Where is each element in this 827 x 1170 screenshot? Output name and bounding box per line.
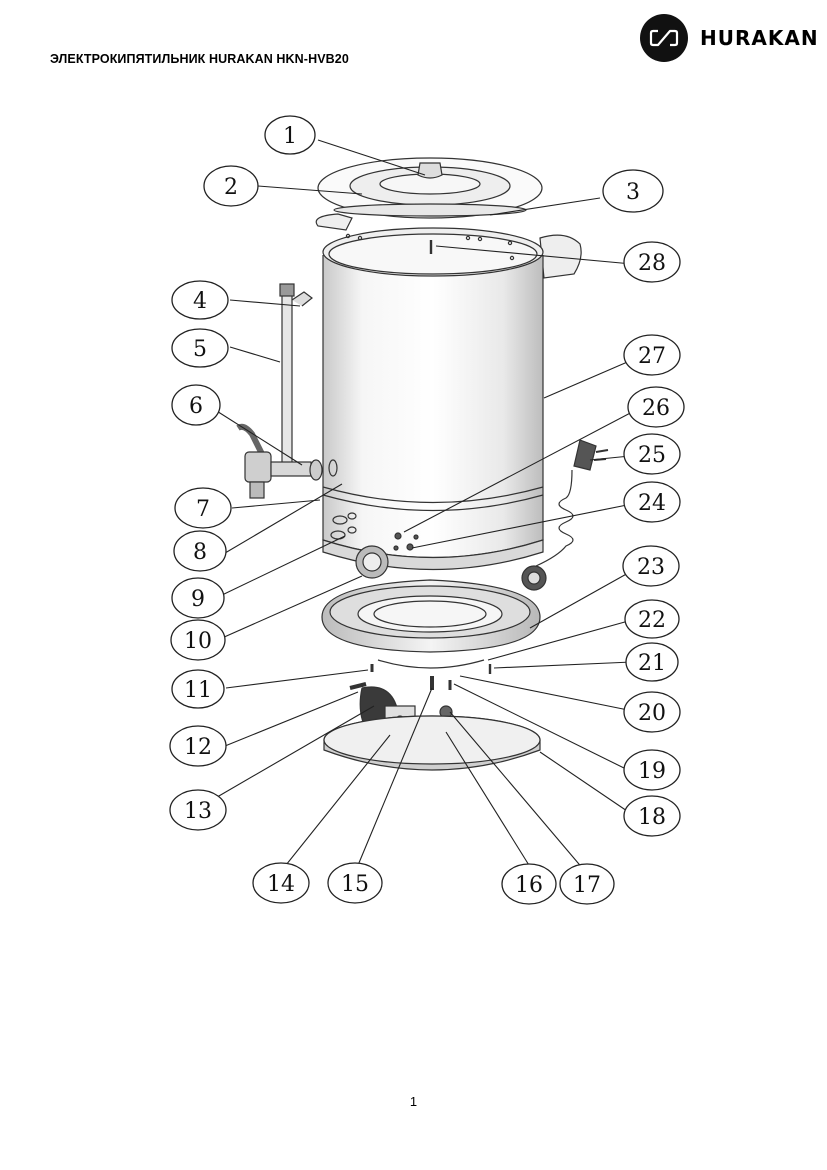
callout-labels: 1 2 3 4 5 6 7 8 9 10 11 12 13 14 15 16 1… [169, 115, 685, 905]
svg-text:3: 3 [626, 180, 640, 205]
callout-13: 13 [169, 789, 227, 831]
svg-text:10: 10 [184, 629, 212, 654]
callout-4: 4 [171, 280, 229, 320]
callout-23: 23 [622, 545, 680, 587]
callout-14: 14 [252, 862, 310, 904]
brand-name: HURAKAN [700, 26, 819, 50]
callout-28: 28 [623, 241, 681, 283]
callout-18: 18 [623, 795, 681, 837]
document-title: ЭЛЕКТРОКИПЯТИЛЬНИК HURAKAN HKN-HVB20 [50, 52, 349, 66]
svg-text:4: 4 [193, 289, 207, 314]
svg-text:24: 24 [638, 491, 666, 516]
callout-24: 24 [623, 481, 681, 523]
tap-assembly [236, 283, 338, 499]
brand-loop-icon [640, 14, 688, 62]
callout-12: 12 [169, 725, 227, 767]
svg-text:1: 1 [283, 124, 297, 149]
svg-text:11: 11 [184, 678, 212, 703]
thermostat-knob [355, 545, 389, 579]
boiler-drawing [236, 157, 609, 771]
callout-10: 10 [170, 619, 226, 661]
svg-text:13: 13 [184, 799, 212, 824]
callout-16: 16 [501, 863, 557, 905]
svg-text:20: 20 [638, 701, 666, 726]
svg-text:28: 28 [638, 251, 666, 276]
callout-25: 25 [623, 433, 681, 475]
svg-text:7: 7 [196, 497, 210, 522]
svg-text:14: 14 [267, 872, 295, 897]
callout-26: 26 [627, 386, 685, 428]
callout-6: 6 [171, 384, 221, 426]
callout-11: 11 [171, 669, 225, 709]
callout-2: 2 [203, 165, 259, 207]
svg-text:27: 27 [638, 344, 666, 369]
svg-text:5: 5 [193, 337, 207, 362]
svg-text:17: 17 [573, 873, 601, 898]
brand-logo: HURAKAN [640, 14, 819, 62]
svg-text:2: 2 [224, 175, 238, 200]
callout-19: 19 [623, 749, 681, 791]
callout-3: 3 [602, 169, 664, 213]
callout-21: 21 [625, 642, 679, 682]
heating-plate [321, 579, 541, 669]
svg-text:6: 6 [189, 394, 203, 419]
svg-text:22: 22 [638, 608, 666, 633]
callout-22: 22 [624, 599, 680, 639]
svg-text:23: 23 [637, 555, 665, 580]
tank-body [322, 227, 544, 571]
power-cord [521, 439, 609, 591]
svg-text:21: 21 [638, 651, 666, 676]
callout-15: 15 [327, 862, 383, 904]
svg-text:9: 9 [191, 587, 205, 612]
leader-lines [211, 139, 637, 871]
callout-5: 5 [171, 328, 229, 368]
lid [317, 157, 543, 219]
svg-text:25: 25 [638, 443, 666, 468]
svg-text:12: 12 [184, 735, 212, 760]
callout-9: 9 [171, 577, 225, 619]
page-number: 1 [409, 1094, 418, 1109]
callout-17: 17 [559, 863, 615, 905]
callout-7: 7 [174, 487, 232, 529]
bottom-cover [323, 715, 541, 771]
svg-text:8: 8 [193, 540, 207, 565]
callout-1: 1 [264, 115, 316, 155]
callout-20: 20 [623, 691, 681, 733]
callout-8: 8 [173, 530, 227, 572]
svg-text:16: 16 [515, 873, 543, 898]
svg-text:18: 18 [638, 805, 666, 830]
callout-27: 27 [623, 334, 681, 376]
svg-text:19: 19 [638, 759, 666, 784]
svg-text:15: 15 [341, 872, 369, 897]
svg-text:26: 26 [642, 396, 670, 421]
